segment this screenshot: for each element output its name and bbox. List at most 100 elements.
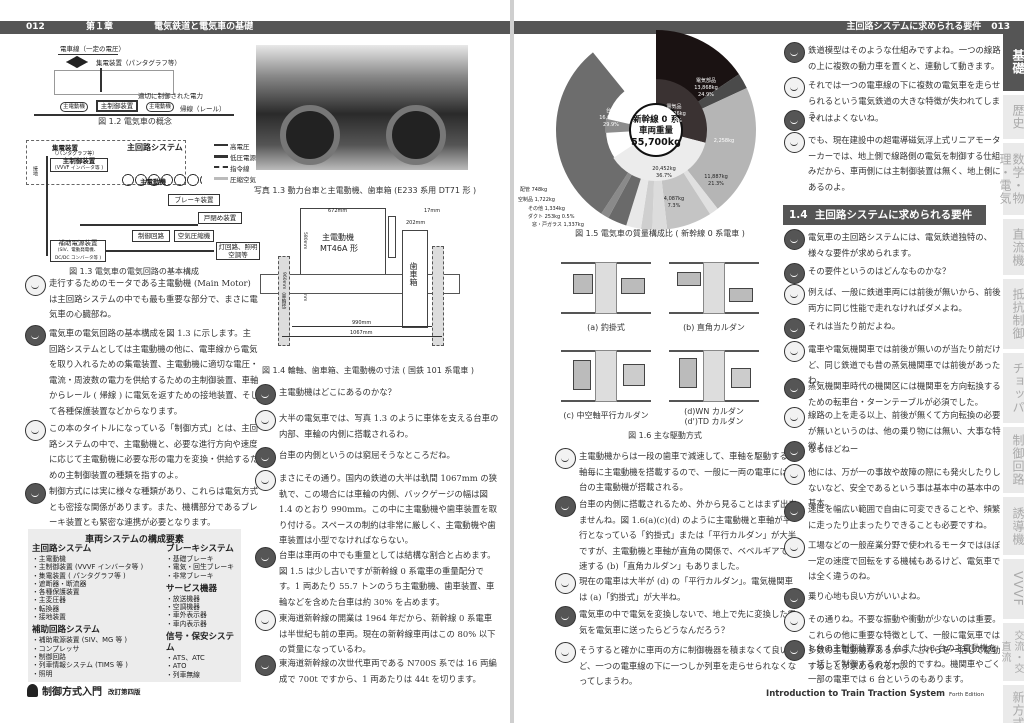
label-overhead-line: 電車線（一定の電圧） bbox=[60, 45, 125, 53]
character-avatar-icon bbox=[784, 537, 805, 558]
chart-label-other: その他 1,334kg bbox=[528, 206, 565, 212]
dialogue: 大半の電気車では、写真 1.3 のように車体を支える台車の内部、車輪の内側に搭載… bbox=[255, 410, 499, 442]
figure-caption: 図 1.4 輪軸、歯車箱、主電動機の寸法 ( 国鉄 101 系電車 ) bbox=[261, 366, 475, 375]
dialogue: 鉄道模型はそのような仕組みですよね。一つの線路の上に複数の動力車を置くと、連動し… bbox=[784, 42, 1004, 74]
character-avatar-icon bbox=[784, 464, 805, 485]
tab-math-physics-electricity[interactable]: 数学・物理・電気 bbox=[998, 143, 1024, 215]
character-avatar-icon bbox=[784, 132, 805, 153]
dialogue: でも、現在建設中の超電導磁気浮上式リニアモーターカーでは、地上側で線路側の電気を… bbox=[784, 132, 1008, 195]
svg-text:29.0%: 29.0% bbox=[666, 118, 682, 124]
character-avatar-icon bbox=[784, 501, 805, 522]
compressor-box: 空気圧縮機 bbox=[174, 230, 214, 242]
dialogue: それはよくないね。 bbox=[784, 110, 1004, 131]
dialogue: それでは一つの電車線の下に複数の電気車を走らせられるという電気鉄道の大きな特徴が… bbox=[784, 77, 1004, 125]
svg-text:4,087kg: 4,087kg bbox=[664, 196, 684, 202]
svg-text:7.3%: 7.3% bbox=[668, 203, 681, 209]
character-avatar-icon bbox=[255, 547, 276, 568]
tab-ac-acdc[interactable]: 交流・交直流 bbox=[999, 623, 1024, 681]
dialogue: 台車の内側というのは窮屈そうなところだね。 bbox=[255, 447, 499, 468]
label-controlled-power: 適切に制御された電力 bbox=[138, 92, 203, 100]
character-avatar-icon bbox=[555, 448, 576, 469]
character-avatar-icon bbox=[784, 42, 805, 63]
character-avatar-icon bbox=[25, 275, 46, 296]
svg-text:16,652kg: 16,652kg bbox=[599, 115, 623, 121]
control-circuit-box: 制御回路 bbox=[132, 230, 170, 242]
character-avatar-icon bbox=[555, 573, 576, 594]
dialogue: 現在の電車は大半が (d) の「平行カルダン」。電気機関車は (a)「釣掛式」が… bbox=[555, 573, 797, 605]
pantograph-icon bbox=[66, 56, 88, 68]
section-heading: 1.4 主回路システムに求められる要件 bbox=[783, 205, 986, 225]
chart-label-glass: 窓・戸ガラス 1,337kg bbox=[532, 222, 584, 228]
tab-basics[interactable]: 基礎 bbox=[1003, 33, 1024, 91]
main-circuit-title: 主回路システム bbox=[127, 143, 183, 152]
svg-text:車両重量: 車両重量 bbox=[639, 125, 674, 136]
chapter-index-tabs: 基礎 歴史 数学・物理・電気 直流機 抵抗制御 チョッパ 制御回路 誘導機 VV… bbox=[998, 33, 1024, 723]
tab-dc-machine[interactable]: 直流機 bbox=[1003, 219, 1024, 275]
tab-vvvf[interactable]: VVVF bbox=[1003, 559, 1024, 619]
dialogue: この本のタイトルになっている「制御方式」とは、主回路システムの中で、主電動機と、… bbox=[25, 420, 259, 483]
character-avatar-icon bbox=[255, 655, 276, 676]
legend-low-voltage: 低圧電源 bbox=[230, 154, 256, 162]
left-page: 012 第１章 電気鉄道と電気車の基礎 電車線（一定の電圧） 集電装置（パンタグ… bbox=[0, 0, 510, 723]
figure-caption: 図 1.6 主な駆動方式 bbox=[628, 431, 702, 440]
tab-resistance-control[interactable]: 抵抗制御 bbox=[1003, 279, 1024, 349]
svg-text:24.9%: 24.9% bbox=[698, 92, 714, 98]
book-edition: 改訂第四版 bbox=[108, 687, 141, 696]
dialogue: 走行するためのモータである主電動機 (Main Motor) は主回路システムの… bbox=[25, 275, 259, 323]
dialogue: まさにその通り。国内の鉄道の大半は軌間 1067mm の狭軌で、この場合には車輪… bbox=[255, 470, 499, 549]
dialogue: 台車の内側に搭載されるため、外から見ることはまず出来ませんね。図 1.6(a)(… bbox=[555, 496, 797, 575]
publisher-logo-icon bbox=[27, 684, 38, 697]
svg-text:29.9%: 29.9% bbox=[603, 122, 619, 128]
legend-command-line: 指令線 bbox=[230, 165, 250, 173]
drive-label-hollow-shaft: (c) 中空軸平行カルダン bbox=[563, 411, 649, 420]
drive-label-td: (d')TD カルダン bbox=[684, 417, 744, 426]
svg-text:55,700kg: 55,700kg bbox=[631, 137, 681, 148]
bogie-photo bbox=[256, 45, 468, 170]
character-avatar-icon bbox=[25, 483, 46, 504]
dialogue: 工場などの一般産業分野で使われるモータではほぼ一定の速度で回転をする機械もあるけ… bbox=[784, 537, 1004, 585]
door-box: 戸閉め装置 bbox=[198, 212, 242, 224]
character-avatar-icon bbox=[784, 441, 805, 462]
svg-text:21.3%: 21.3% bbox=[708, 181, 724, 187]
svg-text:台車: 台車 bbox=[606, 107, 616, 114]
figure-1-2: 電車線（一定の電圧） 集電装置（パンタグラフ等） 適切に制御された電力 主制御装… bbox=[30, 40, 240, 126]
chart-label-duct: ダクト 253kg 0.5% bbox=[528, 214, 575, 220]
motor-circle: 主電動機 bbox=[146, 102, 174, 112]
tab-control-circuit[interactable]: 制御回路 bbox=[1003, 427, 1024, 493]
book-footer-left: 制御方式入門 改訂第四版 bbox=[27, 683, 141, 698]
svg-text:2,258kg: 2,258kg bbox=[714, 138, 734, 144]
dialogue: 電気車の中で電気を変換しないで、地上で先に変換した電気を電気車に送ったらどうなん… bbox=[555, 606, 797, 638]
tab-induction-machine[interactable]: 誘導機 bbox=[1003, 497, 1024, 555]
svg-text:電気部品: 電気部品 bbox=[696, 77, 716, 84]
motor-circle: 主電動機 bbox=[60, 102, 88, 112]
legend-high-voltage: 高電圧 bbox=[230, 143, 250, 151]
figure-1-6: (a) 釣掛式 (b) 直角カルダン (c) 中空軸平行カルダン (d)WN カ… bbox=[555, 252, 775, 447]
character-avatar-icon bbox=[25, 325, 46, 346]
figure-caption: 図 1.5 電気車の質量構成比 ( 新幹線 0 系電車 ) bbox=[575, 229, 745, 238]
chart-label-piping: 配管 748kg bbox=[520, 187, 548, 193]
character-avatar-icon bbox=[555, 606, 576, 627]
mass-composition-donut-chart: 新幹線 0 系 車両重量 55,700kg 電気部品 13,868kg 24.9… bbox=[556, 30, 756, 230]
tab-new-systems[interactable]: 新方式 bbox=[1003, 685, 1024, 723]
tab-chopper[interactable]: チョッパ bbox=[1003, 353, 1024, 423]
figure-caption: 図 1.3 電気車の電気回路の基本構成 bbox=[69, 267, 199, 276]
photo-caption: 写真 1.3 動力台車と主電動機、歯車箱 (E233 系用 DT71 形 ) bbox=[253, 186, 477, 195]
label-return-rail: 帰線（レール） bbox=[180, 105, 226, 113]
chapter-number: 第１章 bbox=[85, 22, 113, 32]
tab-history[interactable]: 歴史 bbox=[1003, 95, 1024, 139]
svg-text:20,452kg: 20,452kg bbox=[652, 166, 676, 172]
character-avatar-icon bbox=[784, 611, 805, 632]
main-circuit-list: 主回路システム ・主電動機 ・主制御装置 (VVVF インバータ等 ) ・集電装… bbox=[32, 544, 144, 678]
character-avatar-icon bbox=[784, 407, 805, 428]
character-avatar-icon bbox=[25, 420, 46, 441]
book-title-english: Introduction to Train Traction System bbox=[766, 689, 945, 699]
section-title: 主回路システムに求められる要件 bbox=[846, 22, 982, 32]
dialogue: 電気車の主回路システムには、電気鉄道独特の、様々な要件が求められます。 bbox=[784, 229, 1004, 261]
dialogue: 電車や電気機関車では前後が無いのが当たり前だけど、同じ鉄道でも昔の蒸気機関車では… bbox=[784, 341, 1008, 389]
vehicle-system-components-box: 車両システムの構成要素 主回路システム ・主電動機 ・主制御装置 (VVVF イ… bbox=[28, 529, 241, 682]
book-spine bbox=[510, 0, 514, 723]
book-title: 制御方式入門 bbox=[42, 687, 102, 698]
dialogue: そうすると確かに車両の方に制御機器を積まなくて良いけど、一つの電車線の下に一つし… bbox=[555, 642, 797, 690]
svg-text:36.7%: 36.7% bbox=[656, 173, 672, 179]
